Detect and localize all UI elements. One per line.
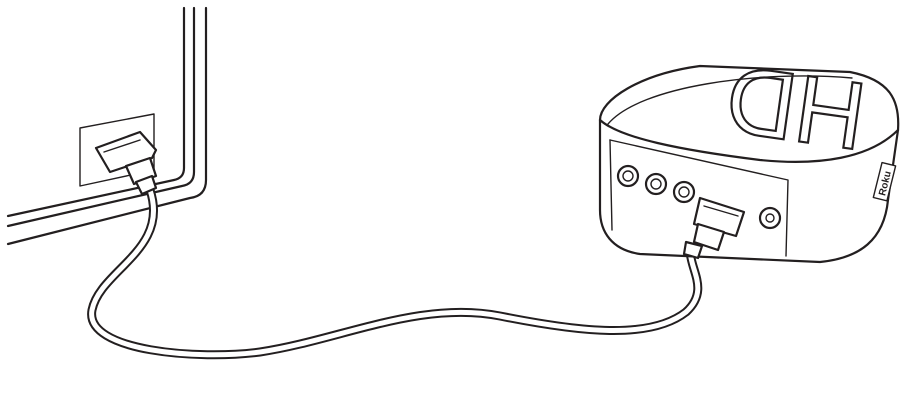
hd-logo-text: HD <box>720 46 872 171</box>
hd-logo: HD <box>719 44 873 171</box>
roku-hdmi-plug <box>682 196 746 260</box>
roku-brand-tag: Roku <box>872 161 897 202</box>
rca-port-1 <box>616 164 640 188</box>
tv-panel <box>6 6 208 246</box>
power-port <box>758 206 782 230</box>
tv-hdmi-plug <box>94 130 158 196</box>
hdmi-cable <box>87 185 703 360</box>
rca-port-2 <box>644 172 668 196</box>
roku-device: HD Roku <box>598 44 900 264</box>
rca-port-3 <box>672 180 696 204</box>
